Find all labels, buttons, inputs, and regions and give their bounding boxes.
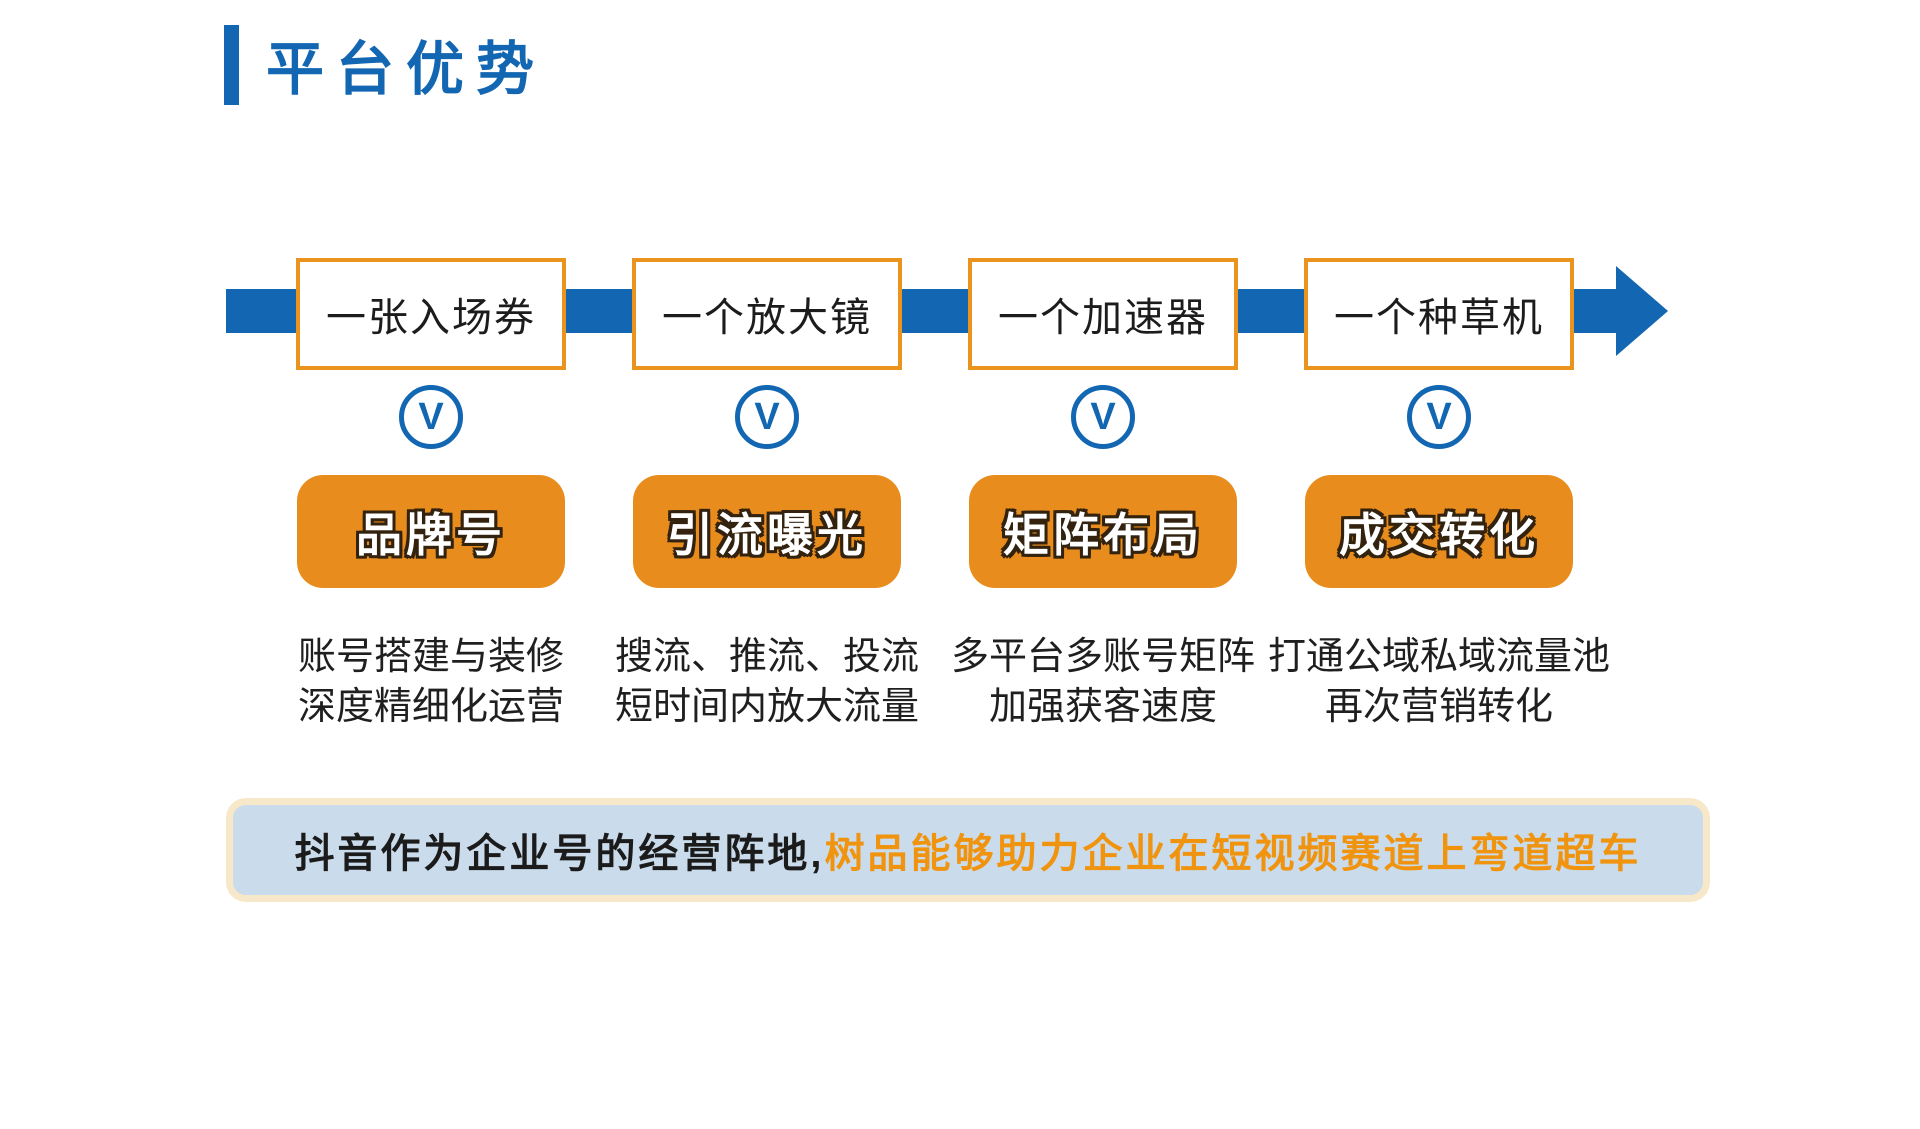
step-box: 一个加速器 — [968, 258, 1238, 370]
description-line: 短时间内放大流量 — [615, 686, 920, 728]
stage-description: 搜流、推流、投流 短时间内放大流量 — [615, 632, 919, 732]
description-line: 打通公域私域流量池 — [1268, 636, 1611, 678]
description-line: 搜流、推流、投流 — [615, 636, 920, 678]
flow-column-1: 一张入场券 V 品牌号 账号搭建与装修 深度精细化运营 — [296, 258, 566, 732]
v-circle-icon: V — [735, 385, 799, 449]
summary-banner: 抖音作为企业号的经营阵地,树品能够助力企业在短视频赛道上弯道超车 — [226, 798, 1710, 902]
banner-text-black: 抖音作为企业号的经营阵地, — [294, 832, 825, 876]
stage-badge: 矩阵布局 — [969, 475, 1237, 588]
flow-arrow-head-icon — [1616, 266, 1668, 356]
stage-badge: 品牌号 — [297, 475, 565, 588]
description-line: 多平台多账号矩阵 — [951, 636, 1256, 678]
flow-column-3: 一个加速器 V 矩阵布局 多平台多账号矩阵 加强获客速度 — [951, 258, 1255, 732]
stage-badge: 引流曝光 — [633, 475, 901, 588]
description-line: 账号搭建与装修 — [297, 636, 564, 678]
description-line: 深度精细化运营 — [297, 686, 564, 728]
v-circle-icon: V — [1407, 385, 1471, 449]
stage-description: 多平台多账号矩阵 加强获客速度 — [951, 632, 1255, 732]
step-box: 一个种草机 — [1304, 258, 1574, 370]
stage-description: 账号搭建与装修 深度精细化运营 — [296, 632, 566, 732]
flow-column-4: 一个种草机 V 成交转化 打通公域私域流量池 再次营销转化 — [1268, 258, 1610, 732]
page-title: 平台优势 — [266, 37, 547, 102]
step-box: 一张入场券 — [296, 258, 566, 370]
description-line: 加强获客速度 — [988, 686, 1217, 728]
description-line: 再次营销转化 — [1324, 686, 1553, 728]
step-box: 一个放大镜 — [632, 258, 902, 370]
stage-description: 打通公域私域流量池 再次营销转化 — [1268, 632, 1610, 732]
flow-column-2: 一个放大镜 V 引流曝光 搜流、推流、投流 短时间内放大流量 — [615, 258, 919, 732]
banner-text-orange: 树品能够助力企业在短视频赛道上弯道超车 — [824, 832, 1642, 876]
v-circle-icon: V — [399, 385, 463, 449]
title-accent-bar — [224, 25, 239, 105]
v-circle-icon: V — [1071, 385, 1135, 449]
stage-badge: 成交转化 — [1305, 475, 1573, 588]
